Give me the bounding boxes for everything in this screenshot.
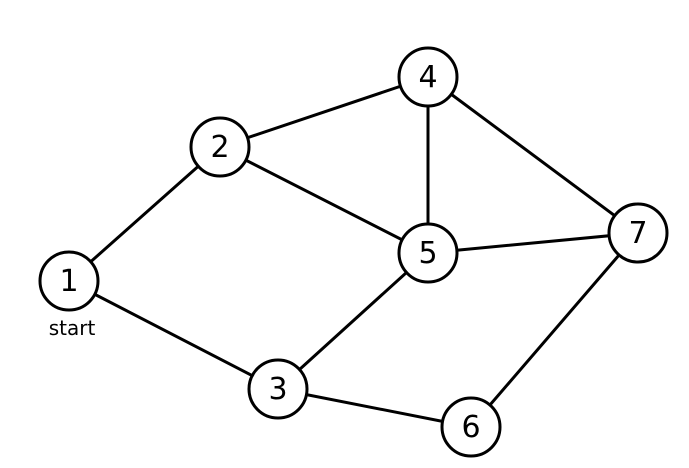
node-label-1: 1 (59, 264, 78, 299)
edge-3-5 (276, 251, 430, 391)
edge-6-7 (469, 231, 640, 429)
annotation-start: start (49, 316, 96, 340)
edge-2-5 (218, 145, 430, 255)
graph-node-5: 5 (397, 222, 459, 284)
node-label-6: 6 (461, 410, 480, 445)
edge-1-2 (67, 145, 222, 283)
graph-node-6: 6 (440, 396, 502, 458)
graph-node-7: 7 (607, 202, 669, 264)
node-label-5: 5 (418, 236, 437, 271)
node-circle-2 (189, 116, 251, 178)
edges-layer (67, 75, 640, 429)
node-label-4: 4 (418, 60, 437, 95)
annotations-layer: start (49, 316, 96, 340)
graph-node-3: 3 (247, 358, 309, 420)
edge-4-7 (426, 75, 640, 235)
node-label-3: 3 (268, 372, 287, 407)
nodes-layer: 1 2 3 4 5 6 7 (38, 46, 669, 458)
node-circle-1 (38, 250, 100, 312)
graph-node-4: 4 (397, 46, 459, 108)
edge-1-3 (67, 279, 280, 391)
node-label-7: 7 (628, 216, 647, 251)
node-circle-4 (397, 46, 459, 108)
edge-5-7 (426, 231, 640, 255)
node-label-2: 2 (210, 130, 229, 165)
node-circle-6 (440, 396, 502, 458)
node-circle-3 (247, 358, 309, 420)
node-circle-5 (397, 222, 459, 284)
graph-node-2: 2 (189, 116, 251, 178)
edge-3-6 (276, 387, 473, 429)
edge-2-4 (218, 75, 430, 149)
node-circle-7 (607, 202, 669, 264)
graph-node-1: 1 (38, 250, 100, 312)
